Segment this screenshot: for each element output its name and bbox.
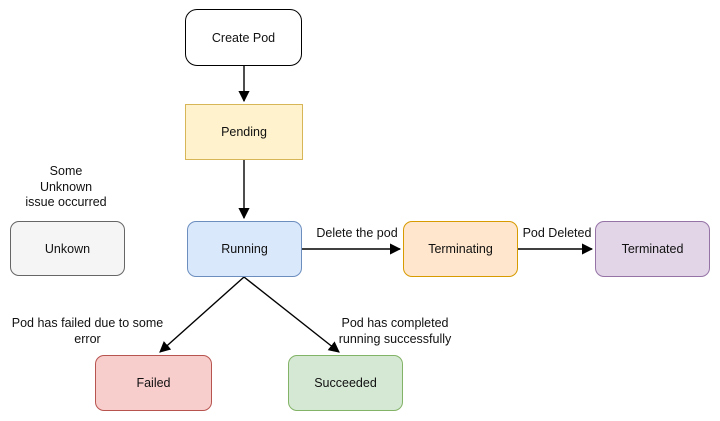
node-failed: Failed	[95, 355, 212, 411]
node-create-pod: Create Pod	[185, 9, 302, 66]
annotation-succeeded-reason: Pod has completed running successfully	[338, 316, 452, 346]
node-unknown-label: Unkown	[44, 241, 91, 256]
node-running: Running	[187, 221, 302, 277]
annotation-failed-reason: Pod has failed due to some error	[11, 316, 164, 346]
node-succeeded: Succeeded	[288, 355, 403, 411]
node-terminating-label: Terminating	[428, 242, 493, 256]
edge-label-pod-deleted: Pod Deleted	[522, 226, 592, 240]
node-terminating: Terminating	[403, 221, 518, 277]
node-terminated-label: Terminated	[621, 242, 684, 256]
node-failed-label: Failed	[136, 376, 171, 390]
annotation-unknown-issue: Some Unknown issue occurred	[25, 164, 107, 210]
node-create-pod-label: Create Pod	[211, 30, 276, 45]
node-running-label: Running	[221, 242, 268, 256]
edge-label-delete-the-pod: Delete the pod	[316, 226, 398, 240]
node-pending: Pending	[185, 104, 303, 160]
node-succeeded-label: Succeeded	[314, 376, 377, 390]
node-pending-label: Pending	[221, 125, 267, 139]
node-unknown: Unkown	[10, 221, 125, 276]
node-terminated: Terminated	[595, 221, 710, 277]
